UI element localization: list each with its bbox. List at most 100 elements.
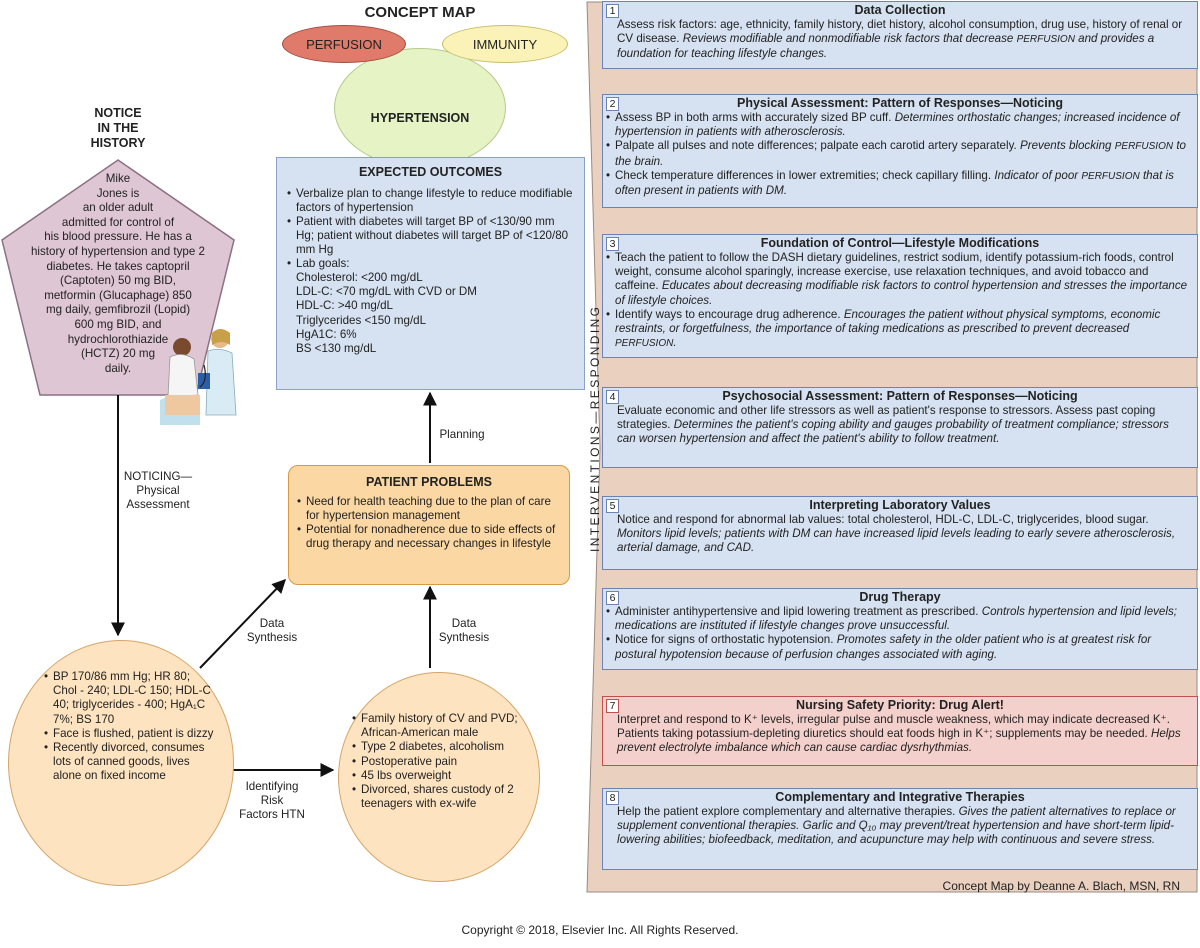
intervention-number: 7 bbox=[606, 699, 619, 713]
risk-factor-item: Type 2 diabetes, alcoholism bbox=[352, 740, 528, 754]
intervention-number: 5 bbox=[606, 499, 619, 513]
body-text: Identify ways to encourage drug adherenc… bbox=[615, 307, 841, 321]
intervention-title: Interpreting Laboratory Values bbox=[809, 498, 991, 512]
intervention-3: 3 Foundation of Control—Lifestyle Modifi… bbox=[602, 234, 1198, 358]
history-line: hydrochlorothiazide bbox=[67, 332, 169, 346]
rationale-text: Monitors lipid levels; patients with DM … bbox=[617, 527, 1176, 555]
immunity-ellipse: IMMUNITY bbox=[442, 25, 568, 63]
intervention-2: 2 Physical Assessment: Pattern of Respon… bbox=[602, 94, 1198, 208]
history-line: daily. bbox=[104, 361, 132, 375]
lab-goal: LDL-C: <70 mg/dL with CVD or DM bbox=[296, 285, 477, 299]
intervention-item: Identify ways to encourage drug adherenc… bbox=[606, 308, 1189, 352]
rationale-text: to the brain. bbox=[615, 139, 1186, 168]
history-line: Mike bbox=[105, 172, 131, 185]
keyword-text: PERFUSION bbox=[1016, 34, 1075, 46]
body-text: Evaluate economic and other life stresso… bbox=[617, 404, 1156, 432]
rationale-text: Reviews modifiable and nonmodifiable ris… bbox=[682, 32, 1014, 46]
problem-item: Potential for nonadherence due to side e… bbox=[297, 523, 559, 551]
intervention-title: Data Collection bbox=[854, 3, 946, 17]
intervention-number: 1 bbox=[606, 4, 619, 18]
nurse-patient-illustration bbox=[160, 329, 237, 425]
intervention-8: 8 Complementary and Integrative Therapie… bbox=[602, 788, 1198, 870]
history-text: Mike Jones is an older adult admitted fo… bbox=[4, 172, 232, 376]
rationale-text: Helps prevent electrolyte imbalance whic… bbox=[617, 727, 1181, 755]
rationale-text: Controls hypertension and lipid levels; … bbox=[615, 605, 1177, 633]
arrow-data-synthesis-left bbox=[199, 578, 286, 669]
rationale-text: Educates about decreasing modifiable ris… bbox=[615, 279, 1188, 307]
patient-problems-box: PATIENT PROBLEMS Need for health teachin… bbox=[288, 465, 570, 585]
risk-factors-list: Family history of CV and PVD; African-Am… bbox=[352, 712, 528, 811]
intervention-number: 4 bbox=[606, 390, 619, 404]
intervention-number: 6 bbox=[606, 591, 619, 605]
expected-outcomes-list: Verbalize plan to change lifestyle to re… bbox=[277, 187, 584, 271]
perfusion-label: PERFUSION bbox=[306, 36, 382, 52]
data-synthesis-right-label: Data Synthesis bbox=[424, 617, 504, 645]
hypertension-ellipse: HYPERTENSION bbox=[334, 48, 506, 168]
immunity-label: IMMUNITY bbox=[472, 36, 538, 52]
patient-problems-list: Need for health teaching due to the plan… bbox=[289, 495, 569, 551]
rationale-text: . bbox=[673, 336, 677, 350]
body-text: Interpret and respond to K⁺ levels, irre… bbox=[617, 713, 1170, 741]
label-line: Assessment bbox=[126, 498, 190, 511]
intervention-body: Assess risk factors: age, ethnicity, fam… bbox=[603, 18, 1197, 62]
lab-goal: HgA1C: 6% bbox=[296, 327, 357, 341]
history-line: mg daily, gemfibrozil (Lopid) bbox=[45, 303, 191, 317]
rationale-text: Determines the patient's coping ability … bbox=[617, 418, 1169, 446]
risk-factor-item: Postoperative pain bbox=[352, 755, 528, 769]
intervention-title: Foundation of Control—Lifestyle Modifica… bbox=[760, 236, 1040, 250]
intervention-number: 3 bbox=[606, 237, 619, 251]
lab-goal: BS <130 mg/dL bbox=[296, 342, 377, 356]
body-text: Notice and respond for abnormal lab valu… bbox=[617, 513, 1149, 526]
intervention-body: Help the patient explore complementary a… bbox=[603, 805, 1197, 848]
label-line: Physical bbox=[136, 484, 180, 497]
lab-goals: Cholesterol: <200 mg/dL LDL-C: <70 mg/dL… bbox=[277, 271, 584, 356]
body-text: Assess risk factors: age, ethnicity, fam… bbox=[617, 18, 1183, 46]
history-line: history of hypertension and type 2 bbox=[30, 244, 205, 258]
keyword-text: PERFUSION bbox=[615, 338, 674, 350]
label-line: Factors HTN bbox=[239, 808, 305, 821]
notice-title-line: IN THE bbox=[97, 121, 139, 135]
history-line: admitted for control of bbox=[61, 215, 175, 229]
rationale-text: Prevents blocking bbox=[1019, 139, 1112, 153]
patient-problems-title: PATIENT PROBLEMS bbox=[366, 475, 492, 489]
history-line: 600 mg BID, and bbox=[74, 317, 162, 331]
noticing-label: NOTICING— Physical Assessment bbox=[108, 470, 208, 512]
concept-map-title: CONCEPT MAP bbox=[364, 4, 476, 21]
intervention-body: Interpret and respond to K⁺ levels, irre… bbox=[603, 713, 1197, 756]
copyright-text: Copyright © 2018, Elsevier Inc. All Righ… bbox=[461, 923, 739, 937]
history-line: (HCTZ) 20 mg bbox=[80, 347, 156, 361]
intervention-list: Assess BP in both arms with accurately s… bbox=[603, 111, 1197, 198]
body-text: Palpate all pulses and note differences;… bbox=[615, 139, 1017, 153]
lab-goal: HDL-C: >40 mg/dL bbox=[296, 299, 393, 313]
risk-factor-item: 45 lbs overweight bbox=[352, 769, 528, 783]
history-line: diabetes. He takes captopril bbox=[46, 259, 190, 273]
label-line: Synthesis bbox=[438, 631, 490, 644]
rationale-text: Indicator of poor bbox=[994, 168, 1079, 182]
body-text: Teach the patient to follow the DASH die… bbox=[615, 251, 1174, 293]
history-line: (Captoten) 50 mg BID, bbox=[60, 274, 176, 288]
intervention-item: Notice for signs of orthostatic hypotens… bbox=[606, 633, 1189, 661]
hypertension-label: HYPERTENSION bbox=[370, 111, 470, 125]
intervention-4: 4 Psychosocial Assessment: Pattern of Re… bbox=[602, 387, 1198, 468]
intervention-item: Assess BP in both arms with accurately s… bbox=[606, 111, 1189, 139]
outcome-item: Lab goals: bbox=[287, 257, 574, 271]
intervention-title: Physical Assessment: Pattern of Response… bbox=[736, 96, 1064, 110]
intervention-list: Teach the patient to follow the DASH die… bbox=[603, 251, 1197, 351]
history-line: Jones is bbox=[96, 186, 140, 200]
intervention-title: Complementary and Integrative Therapies bbox=[775, 790, 1025, 804]
expected-outcomes-box: EXPECTED OUTCOMES Verbalize plan to chan… bbox=[276, 157, 585, 390]
data-synthesis-left-label: Data Synthesis bbox=[232, 617, 312, 645]
body-text: Administer antihypertensive and lipid lo… bbox=[615, 605, 979, 618]
body-text: Check temperature differences in lower e… bbox=[615, 168, 992, 182]
history-line: his blood pressure. He has a bbox=[44, 230, 192, 244]
assessment-findings-list: BP 170/86 mm Hg; HR 80; Chol - 240; LDL-… bbox=[44, 670, 214, 784]
intervention-1: 1 Data Collection Assess risk factors: a… bbox=[602, 1, 1198, 69]
rationale-text: Promotes safety in the older patient who… bbox=[615, 633, 1152, 661]
finding-item: Face is flushed, patient is dizzy bbox=[44, 727, 214, 741]
history-line: an older adult bbox=[82, 201, 154, 215]
history-line: metformin (Glucaphage) 850 bbox=[44, 288, 192, 302]
label-line: Risk bbox=[260, 794, 284, 807]
body-text: Notice for signs of orthostatic hypotens… bbox=[615, 633, 834, 647]
intervention-body: Notice and respond for abnormal lab valu… bbox=[603, 513, 1197, 556]
intervention-title: Psychosocial Assessment: Pattern of Resp… bbox=[722, 389, 1078, 403]
